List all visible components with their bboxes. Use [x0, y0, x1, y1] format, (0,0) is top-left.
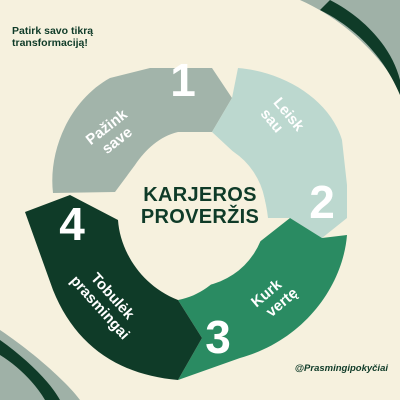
- social-handle: @Prasmingipokyčiai: [294, 363, 388, 374]
- corner-swoosh-top-right: [320, 0, 400, 95]
- corner-swoosh-bottom-left: [0, 340, 60, 400]
- center-circle: [118, 139, 266, 287]
- step-1-segment: [52, 68, 232, 193]
- step-2-number: 2: [309, 176, 335, 228]
- page-title: KARJEROS PROVERŽIS: [120, 184, 280, 228]
- title-line-2: PROVERŽIS: [140, 206, 260, 228]
- tagline: Patirk savo tikrą transformaciją!: [12, 25, 94, 49]
- title-line-1: KARJEROS: [143, 184, 257, 206]
- step-4-number: 4: [59, 198, 85, 250]
- step-3-number: 3: [205, 311, 231, 363]
- step-1-number: 1: [170, 54, 196, 106]
- step-4-segment: [25, 195, 202, 380]
- step-3-segment: [178, 218, 347, 380]
- corner-decoration-bottom-left: [0, 330, 80, 400]
- corner-decoration-top-right: [300, 0, 400, 90]
- step-2-segment: [212, 68, 347, 238]
